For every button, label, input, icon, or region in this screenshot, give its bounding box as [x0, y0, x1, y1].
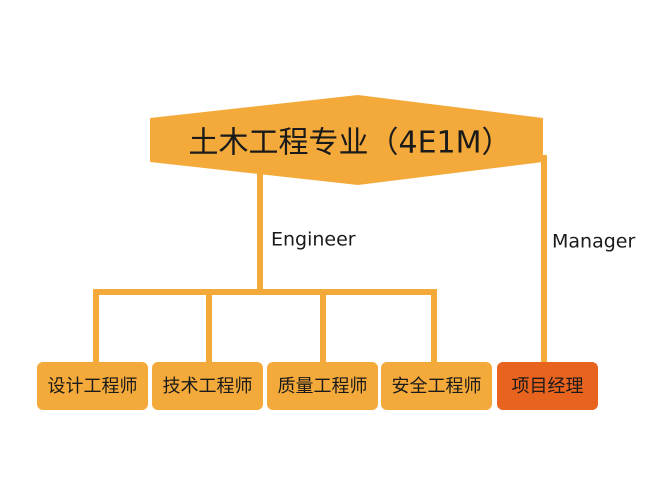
role-label: 项目经理: [512, 376, 584, 397]
role-box-highlight: [497, 362, 598, 410]
role-technical-engineer: 技术工程师: [152, 362, 263, 410]
role-quality-engineer: 质量工程师: [267, 362, 378, 410]
role-design-engineer: 设计工程师: [37, 362, 148, 410]
role-label: 设计工程师: [48, 376, 138, 397]
engineer-branch-label: Engineer: [271, 229, 356, 251]
role-box: [37, 362, 148, 410]
role-label: 技术工程师: [163, 376, 253, 397]
connector-lines: [93, 155, 547, 364]
root-hexagon: [150, 95, 543, 185]
role-box: [152, 362, 263, 410]
manager-branch-label: Manager: [552, 231, 635, 253]
root-node: 土木工程专业（4E1M）: [150, 95, 543, 185]
role-box: [381, 362, 492, 410]
role-project-manager: 项目经理: [497, 362, 598, 410]
role-box: [267, 362, 378, 410]
role-safety-engineer: 安全工程师: [381, 362, 492, 410]
role-label: 安全工程师: [392, 376, 482, 397]
role-boxes: 设计工程师 技术工程师 质量工程师 安全工程师 项目经理: [37, 362, 598, 410]
root-label: 土木工程专业（4E1M）: [188, 126, 511, 161]
role-label: 质量工程师: [278, 376, 368, 397]
